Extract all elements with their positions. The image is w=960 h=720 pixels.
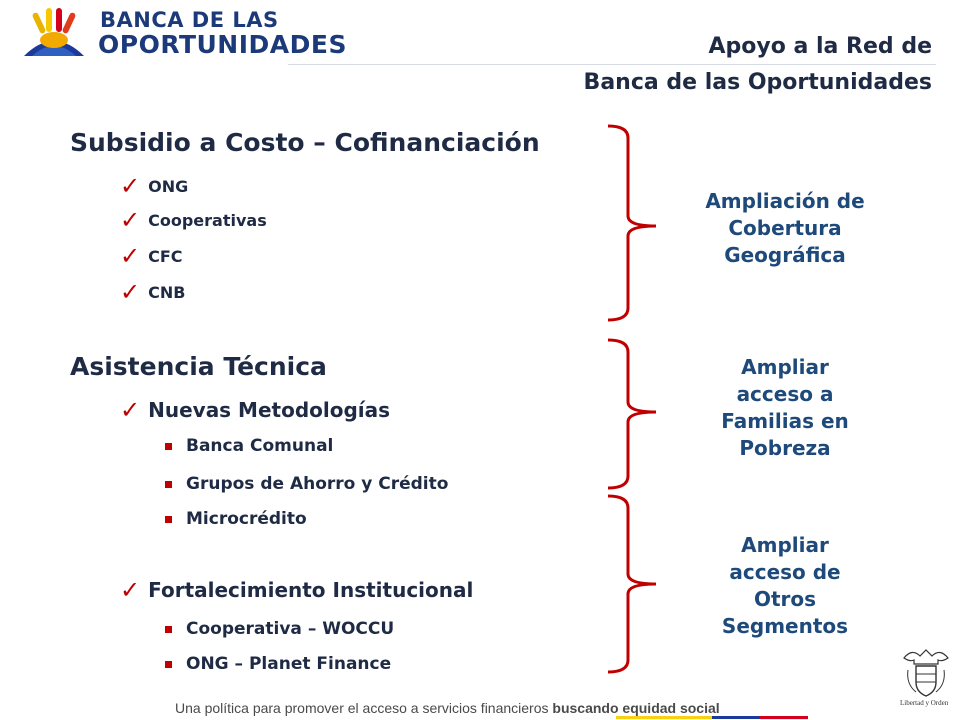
footer-text-normal: Una política para promover el acceso a s… [175,700,553,716]
national-crest [898,644,954,700]
group-label-fortalecimiento: ✓ Fortalecimiento Institucional [120,578,473,602]
list-item: Grupos de Ahorro y Crédito [165,474,448,494]
crest-icon [903,649,949,697]
square-bullet-icon [165,660,172,668]
outcome-label-familias: Ampliar acceso a Familias en Pobreza [721,355,849,460]
footer-text: Una política para promover el acceso a s… [175,700,720,716]
square-bullet-icon [165,480,172,488]
crest-label: Libertad y Orden [900,699,949,707]
list-item: Banca Comunal [165,436,333,456]
flag-bar-red [760,716,808,719]
checkmark-icon: ✓ [120,576,141,604]
logo-hand-icon [24,8,84,56]
logo-line1: BANCA DE LAS [100,8,279,32]
list-item: ✓ CNB [120,280,185,304]
list-item-label: ONG [148,176,189,196]
brace-icon [607,124,657,322]
square-bullet-icon [165,515,172,523]
brace-icon [607,338,657,490]
square-bullet-icon [165,625,172,633]
list-item-label: Banca Comunal [186,436,334,456]
checkmark-icon: ✓ [120,206,141,234]
list-item: Microcrédito [165,509,307,529]
list-item-label: Cooperativa – WOCCU [186,619,395,639]
logo [14,6,94,62]
outcome-label-segmentos: Ampliar acceso de Otros Segmentos [721,533,849,638]
group-label-nuevas: ✓ Nuevas Metodologías [120,398,390,422]
page-title-line1: Apoyo a la Red de [708,34,933,59]
flag-bar-yellow [616,716,712,719]
checkmark-icon: ✓ [120,396,141,424]
logo-line2: OPORTUNIDADES [98,30,347,59]
footer-text-bold: buscando equidad social [552,700,720,716]
outcome-label-cobertura: Ampliación de Cobertura Geográfica [705,189,865,267]
checkmark-icon: ✓ [120,278,141,306]
list-item: ✓ ONG [120,174,188,198]
list-item-label: CNB [148,282,186,302]
group-label-text: Fortalecimiento Institucional [148,578,474,602]
list-item-label: ONG – Planet Finance [186,654,392,674]
list-item: ✓ CFC [120,244,183,268]
group-label-text: Nuevas Metodologías [148,398,391,422]
checkmark-icon: ✓ [120,242,141,270]
braces [607,124,657,674]
list-item-label: Grupos de Ahorro y Crédito [186,474,449,494]
list-item-label: Cooperativas [148,210,267,230]
list-item: ONG – Planet Finance [165,654,391,674]
square-bullet-icon [165,442,172,450]
section-title-subsidio: Subsidio a Costo – Cofinanciación [70,128,540,157]
flag-bar-blue [712,716,760,719]
page-title-line2: Banca de las Oportunidades [583,70,932,95]
list-item-label: CFC [148,246,183,266]
header-divider [288,64,936,65]
brace-icon [607,494,657,674]
list-item: ✓ Cooperativas [120,208,267,232]
list-item: Cooperativa – WOCCU [165,619,394,639]
list-item-label: Microcrédito [186,509,307,529]
checkmark-icon: ✓ [120,172,141,200]
section-title-asistencia: Asistencia Técnica [70,352,327,381]
